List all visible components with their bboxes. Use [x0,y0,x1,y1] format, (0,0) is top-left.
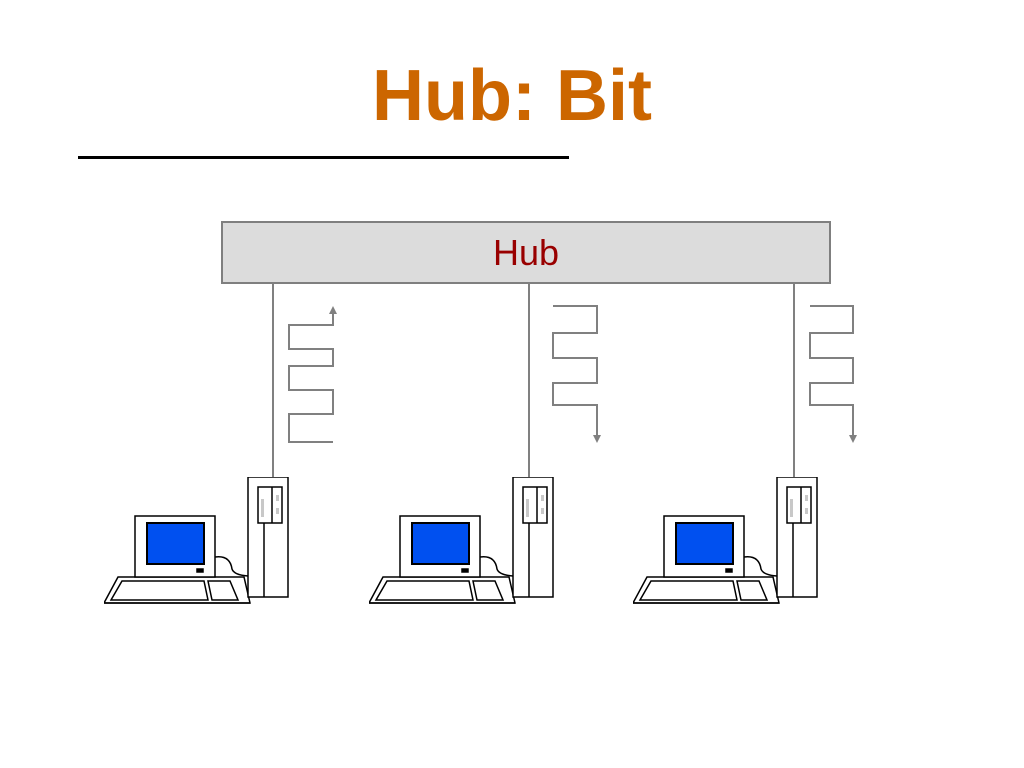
hub-label: Hub [492,231,560,273]
hub-cables [272,282,795,479]
signal-1-up [288,306,337,443]
slide-title: Hub: Bit [372,56,652,136]
computer-icon [104,477,288,603]
hub-box: Hub [221,221,831,284]
title-underline [78,156,569,159]
signal-3-down [809,305,857,443]
square-wave-signal-icon [288,305,857,443]
computer-icon [369,477,553,603]
signal-2-down [552,305,601,443]
computer-icon [633,477,817,603]
